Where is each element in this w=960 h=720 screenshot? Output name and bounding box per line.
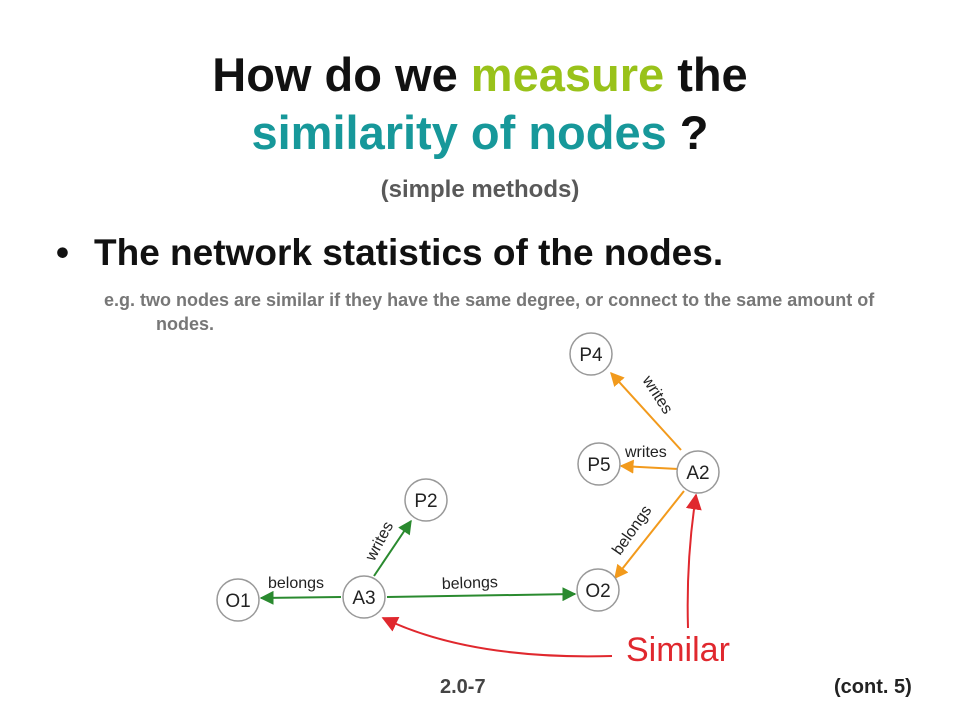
title-question-mark: ?	[666, 106, 709, 159]
node-label-o2: O2	[585, 581, 610, 602]
slide-number: 2.0-7	[440, 676, 486, 698]
slide-subtitle: (simple methods)	[380, 176, 580, 203]
bullet-text: The network statistics of the nodes.	[94, 232, 724, 273]
title-part-3: the	[664, 48, 748, 101]
node-label-a2: A2	[686, 463, 709, 484]
title-highlight-similarity: similarity of nodes	[251, 106, 667, 159]
node-o1: O1	[216, 578, 260, 622]
edge-a2-o2	[614, 490, 685, 580]
edge-label-a3-o2: belongs	[442, 574, 499, 593]
bullet-dot: •	[56, 232, 69, 273]
node-label-p5: P5	[587, 455, 610, 476]
continued-note: (cont. 5)	[834, 676, 912, 698]
node-label-a3: A3	[352, 588, 375, 609]
slide-title: How do we measure the similarity of node…	[0, 46, 960, 162]
similar-arrow-to-a2	[685, 493, 702, 629]
node-label-o1: O1	[225, 591, 250, 612]
edge-a3-o2	[386, 587, 577, 602]
node-o2: O2	[576, 568, 620, 612]
edge-label-a3-p2: writes	[362, 519, 397, 565]
edge-a2-p4	[610, 371, 682, 451]
title-part-1: How do we	[212, 48, 471, 101]
node-p4: P4	[569, 332, 613, 376]
edge-a3-p2	[373, 519, 412, 577]
example-text: e.g. two nodes are similar if they have …	[104, 290, 875, 334]
edge-a2-p5	[619, 459, 679, 474]
title-highlight-measure: measure	[470, 48, 665, 101]
node-label-p4: P4	[579, 345, 603, 366]
bullet-item: • The network statistics of the nodes.	[56, 232, 723, 274]
node-p2: P2	[404, 478, 448, 522]
node-label-p2: P2	[414, 491, 437, 512]
edge-label-a3-o1: belongs	[268, 575, 324, 592]
similar-label: Similar	[626, 631, 730, 669]
node-a3: A3	[342, 575, 386, 619]
similar-arrow-to-a3	[381, 617, 613, 658]
node-a2: A2	[676, 450, 720, 494]
node-p5: P5	[577, 442, 621, 486]
edge-a3-o1	[259, 590, 342, 605]
edge-label-a2-p5: writes	[624, 444, 667, 461]
edge-label-a2-o2: belongs	[609, 503, 655, 559]
